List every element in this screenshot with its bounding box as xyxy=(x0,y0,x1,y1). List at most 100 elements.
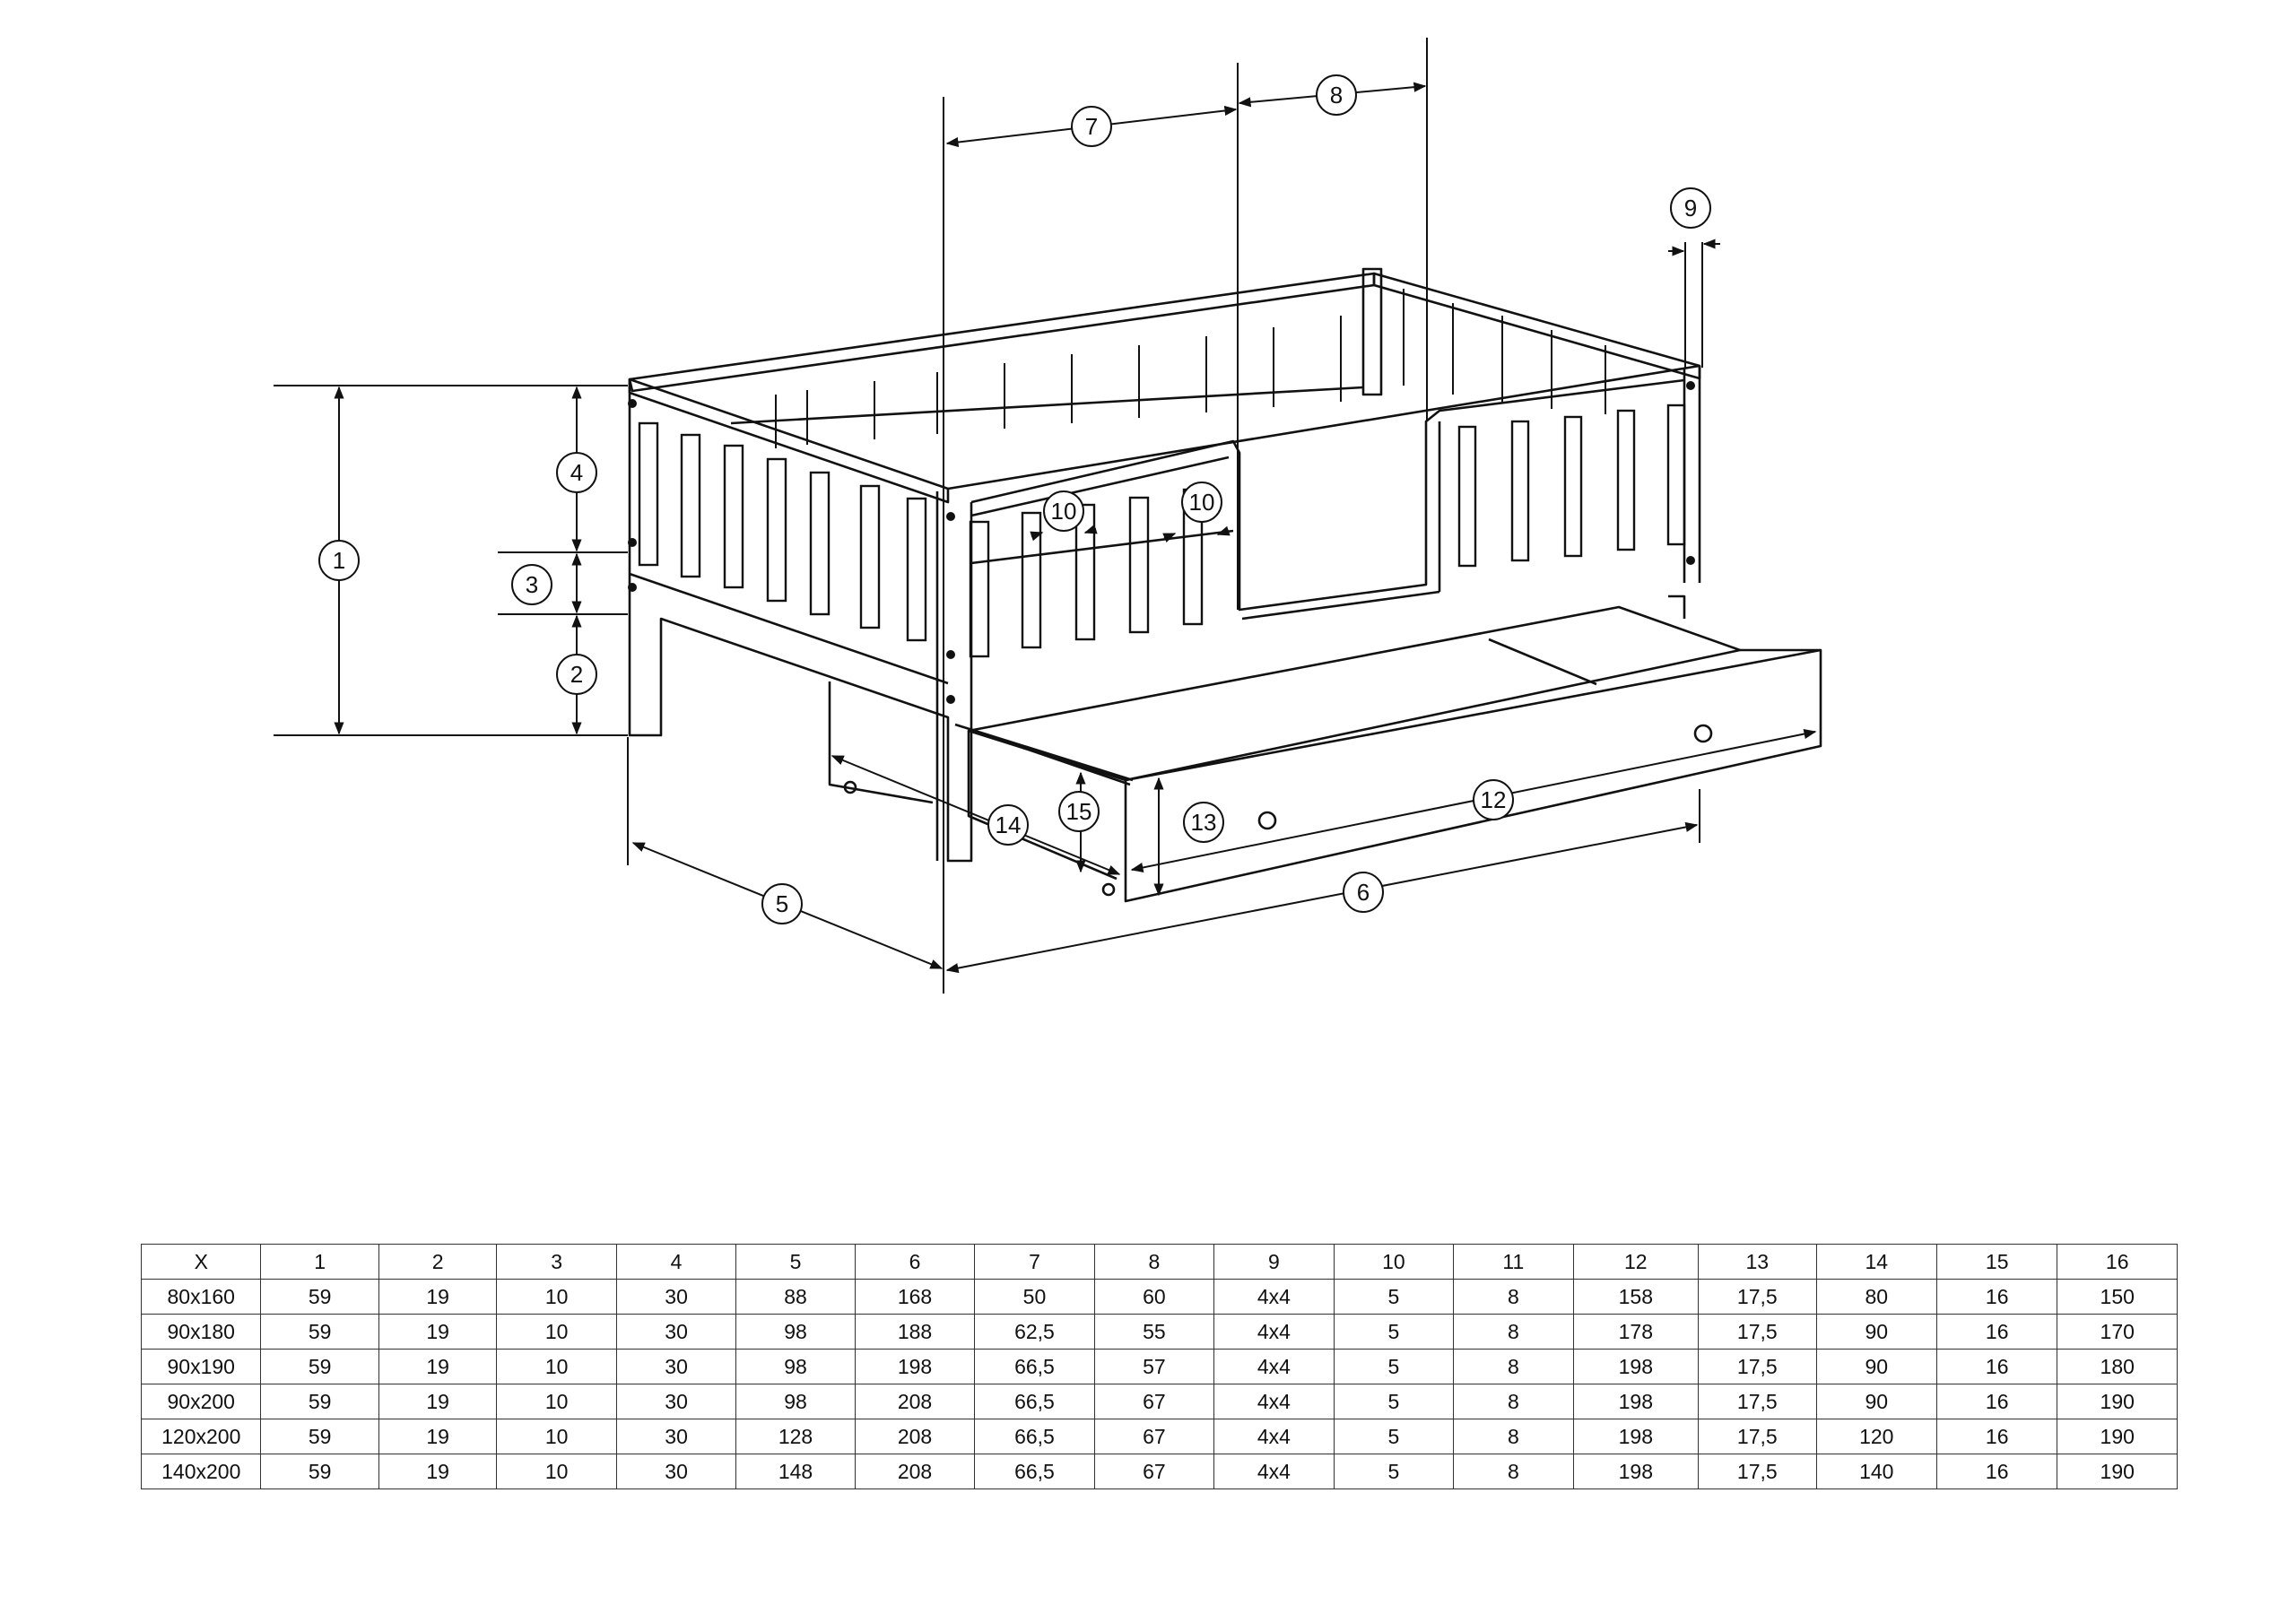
value-cell: 66,5 xyxy=(974,1349,1095,1384)
column-header: 15 xyxy=(1935,1244,2058,1280)
size-cell: 90x180 xyxy=(140,1314,262,1350)
value-cell: 30 xyxy=(615,1314,737,1350)
column-header: 7 xyxy=(974,1244,1095,1280)
svg-text:10: 10 xyxy=(1189,489,1215,516)
value-cell: 30 xyxy=(615,1279,737,1315)
value-cell: 208 xyxy=(854,1454,976,1489)
value-cell: 80 xyxy=(1815,1279,1937,1315)
value-cell: 57 xyxy=(1093,1349,1215,1384)
value-cell: 66,5 xyxy=(974,1454,1095,1489)
column-header: 9 xyxy=(1213,1244,1335,1280)
value-cell: 188 xyxy=(854,1314,976,1350)
value-cell: 55 xyxy=(1093,1314,1215,1350)
value-cell: 5 xyxy=(1333,1349,1455,1384)
front-guard-slats xyxy=(969,404,1686,658)
svg-text:7: 7 xyxy=(1085,113,1098,140)
value-cell: 59 xyxy=(260,1279,379,1315)
callout-2: 2 xyxy=(556,654,597,695)
value-cell: 16 xyxy=(1935,1314,2058,1350)
callout-10-right: 10 xyxy=(1181,482,1222,523)
value-cell: 8 xyxy=(1453,1384,1574,1419)
end-panel-slats xyxy=(638,421,927,642)
column-header: 5 xyxy=(735,1244,856,1280)
value-cell: 30 xyxy=(615,1349,737,1384)
value-cell: 198 xyxy=(1572,1419,1700,1454)
value-cell: 4x4 xyxy=(1213,1349,1335,1384)
value-cell: 198 xyxy=(1572,1384,1700,1419)
value-cell: 59 xyxy=(260,1384,379,1419)
value-cell: 88 xyxy=(735,1279,856,1315)
value-cell: 17,5 xyxy=(1698,1279,1817,1315)
value-cell: 5 xyxy=(1333,1454,1455,1489)
value-cell: 98 xyxy=(735,1314,856,1350)
value-cell: 208 xyxy=(854,1419,976,1454)
value-cell: 19 xyxy=(378,1279,498,1315)
value-cell: 59 xyxy=(260,1454,379,1489)
value-cell: 17,5 xyxy=(1698,1454,1817,1489)
value-cell: 19 xyxy=(378,1419,498,1454)
svg-text:15: 15 xyxy=(1066,798,1092,825)
value-cell: 5 xyxy=(1333,1384,1455,1419)
value-cell: 59 xyxy=(260,1314,379,1350)
value-cell: 16 xyxy=(1935,1454,2058,1489)
value-cell: 66,5 xyxy=(974,1419,1095,1454)
value-cell: 4x4 xyxy=(1213,1454,1335,1489)
value-cell: 16 xyxy=(1935,1419,2058,1454)
size-cell: 80x160 xyxy=(140,1279,262,1315)
value-cell: 198 xyxy=(1572,1454,1700,1489)
value-cell: 60 xyxy=(1093,1279,1215,1315)
pointer-arrows xyxy=(1030,239,1720,543)
column-header: 13 xyxy=(1698,1244,1817,1280)
size-cell: 120x200 xyxy=(140,1419,262,1454)
column-header: 1 xyxy=(260,1244,379,1280)
value-cell: 67 xyxy=(1093,1454,1215,1489)
svg-text:2: 2 xyxy=(570,661,583,688)
value-cell: 90 xyxy=(1815,1314,1937,1350)
callout-12: 12 xyxy=(1473,779,1514,820)
value-cell: 67 xyxy=(1093,1419,1215,1454)
callout-14: 14 xyxy=(987,804,1029,846)
column-header: 3 xyxy=(496,1244,617,1280)
column-header: 8 xyxy=(1093,1244,1215,1280)
value-cell: 5 xyxy=(1333,1279,1455,1315)
value-cell: 5 xyxy=(1333,1314,1455,1350)
callout-9: 9 xyxy=(1670,187,1711,229)
value-cell: 17,5 xyxy=(1698,1384,1817,1419)
value-cell: 10 xyxy=(496,1279,617,1315)
callout-6: 6 xyxy=(1343,872,1384,913)
column-header: 11 xyxy=(1453,1244,1574,1280)
value-cell: 30 xyxy=(615,1384,737,1419)
callout-3: 3 xyxy=(511,564,552,605)
value-cell: 190 xyxy=(2057,1384,2178,1419)
svg-text:4: 4 xyxy=(570,459,583,486)
back-rail-slats xyxy=(775,289,1606,448)
value-cell: 98 xyxy=(735,1384,856,1419)
value-cell: 190 xyxy=(2057,1419,2178,1454)
size-cell: 90x200 xyxy=(140,1384,262,1419)
value-cell: 128 xyxy=(735,1419,856,1454)
value-cell: 10 xyxy=(496,1419,617,1454)
value-cell: 148 xyxy=(735,1454,856,1489)
value-cell: 16 xyxy=(1935,1279,2058,1315)
value-cell: 150 xyxy=(2057,1279,2178,1315)
bolt-dots xyxy=(628,381,1695,704)
value-cell: 50 xyxy=(974,1279,1095,1315)
value-cell: 66,5 xyxy=(974,1384,1095,1419)
svg-text:14: 14 xyxy=(996,812,1022,838)
value-cell: 8 xyxy=(1453,1419,1574,1454)
value-cell: 198 xyxy=(854,1349,976,1384)
value-cell: 158 xyxy=(1572,1279,1700,1315)
column-header: 2 xyxy=(378,1244,498,1280)
value-cell: 19 xyxy=(378,1349,498,1384)
value-cell: 19 xyxy=(378,1384,498,1419)
value-cell: 30 xyxy=(615,1419,737,1454)
value-cell: 178 xyxy=(1572,1314,1700,1350)
value-cell: 90 xyxy=(1815,1384,1937,1419)
svg-text:3: 3 xyxy=(526,571,538,598)
value-cell: 4x4 xyxy=(1213,1384,1335,1419)
